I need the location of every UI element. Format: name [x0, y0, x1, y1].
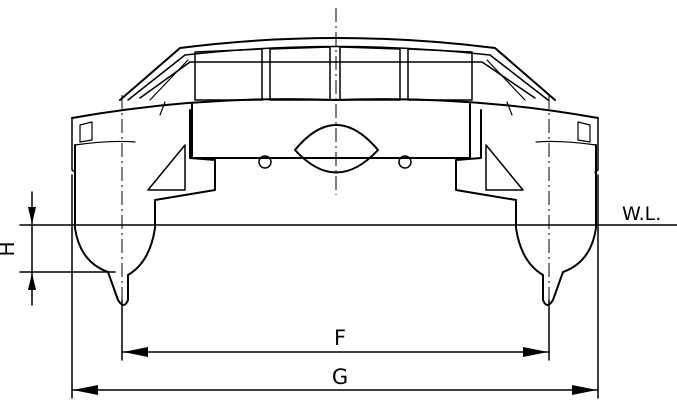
- g-arrow-left: [73, 385, 98, 395]
- dimension-h: H: [0, 191, 116, 306]
- window-4: [407, 48, 473, 101]
- left-hull: [74, 109, 216, 306]
- deck: [71, 98, 599, 173]
- window-2: [269, 46, 331, 101]
- f-arrow-right: [523, 347, 548, 357]
- h-arrow-bottom: [28, 273, 36, 290]
- right-bulge: [398, 155, 412, 169]
- waterline-label: W.L.: [622, 203, 661, 225]
- f-label: F: [334, 326, 346, 350]
- dimension-f: F: [121, 299, 550, 361]
- dimension-g: G: [71, 174, 599, 399]
- f-arrow-left: [123, 347, 148, 357]
- h-label: H: [0, 241, 19, 256]
- centerlines: [121, 8, 550, 300]
- right-hull: [455, 109, 597, 306]
- g-arrow-right: [572, 385, 597, 395]
- bridge-deck: [191, 103, 471, 174]
- window-3: [339, 46, 401, 101]
- h-arrow-top: [28, 207, 36, 224]
- left-port-hole: [79, 121, 93, 143]
- waterline: W.L.: [19, 203, 677, 226]
- window-1: [194, 48, 263, 101]
- right-port-hole: [577, 121, 591, 143]
- g-label: G: [332, 365, 348, 389]
- left-bulge: [258, 155, 272, 169]
- center-nacelle: [294, 124, 379, 174]
